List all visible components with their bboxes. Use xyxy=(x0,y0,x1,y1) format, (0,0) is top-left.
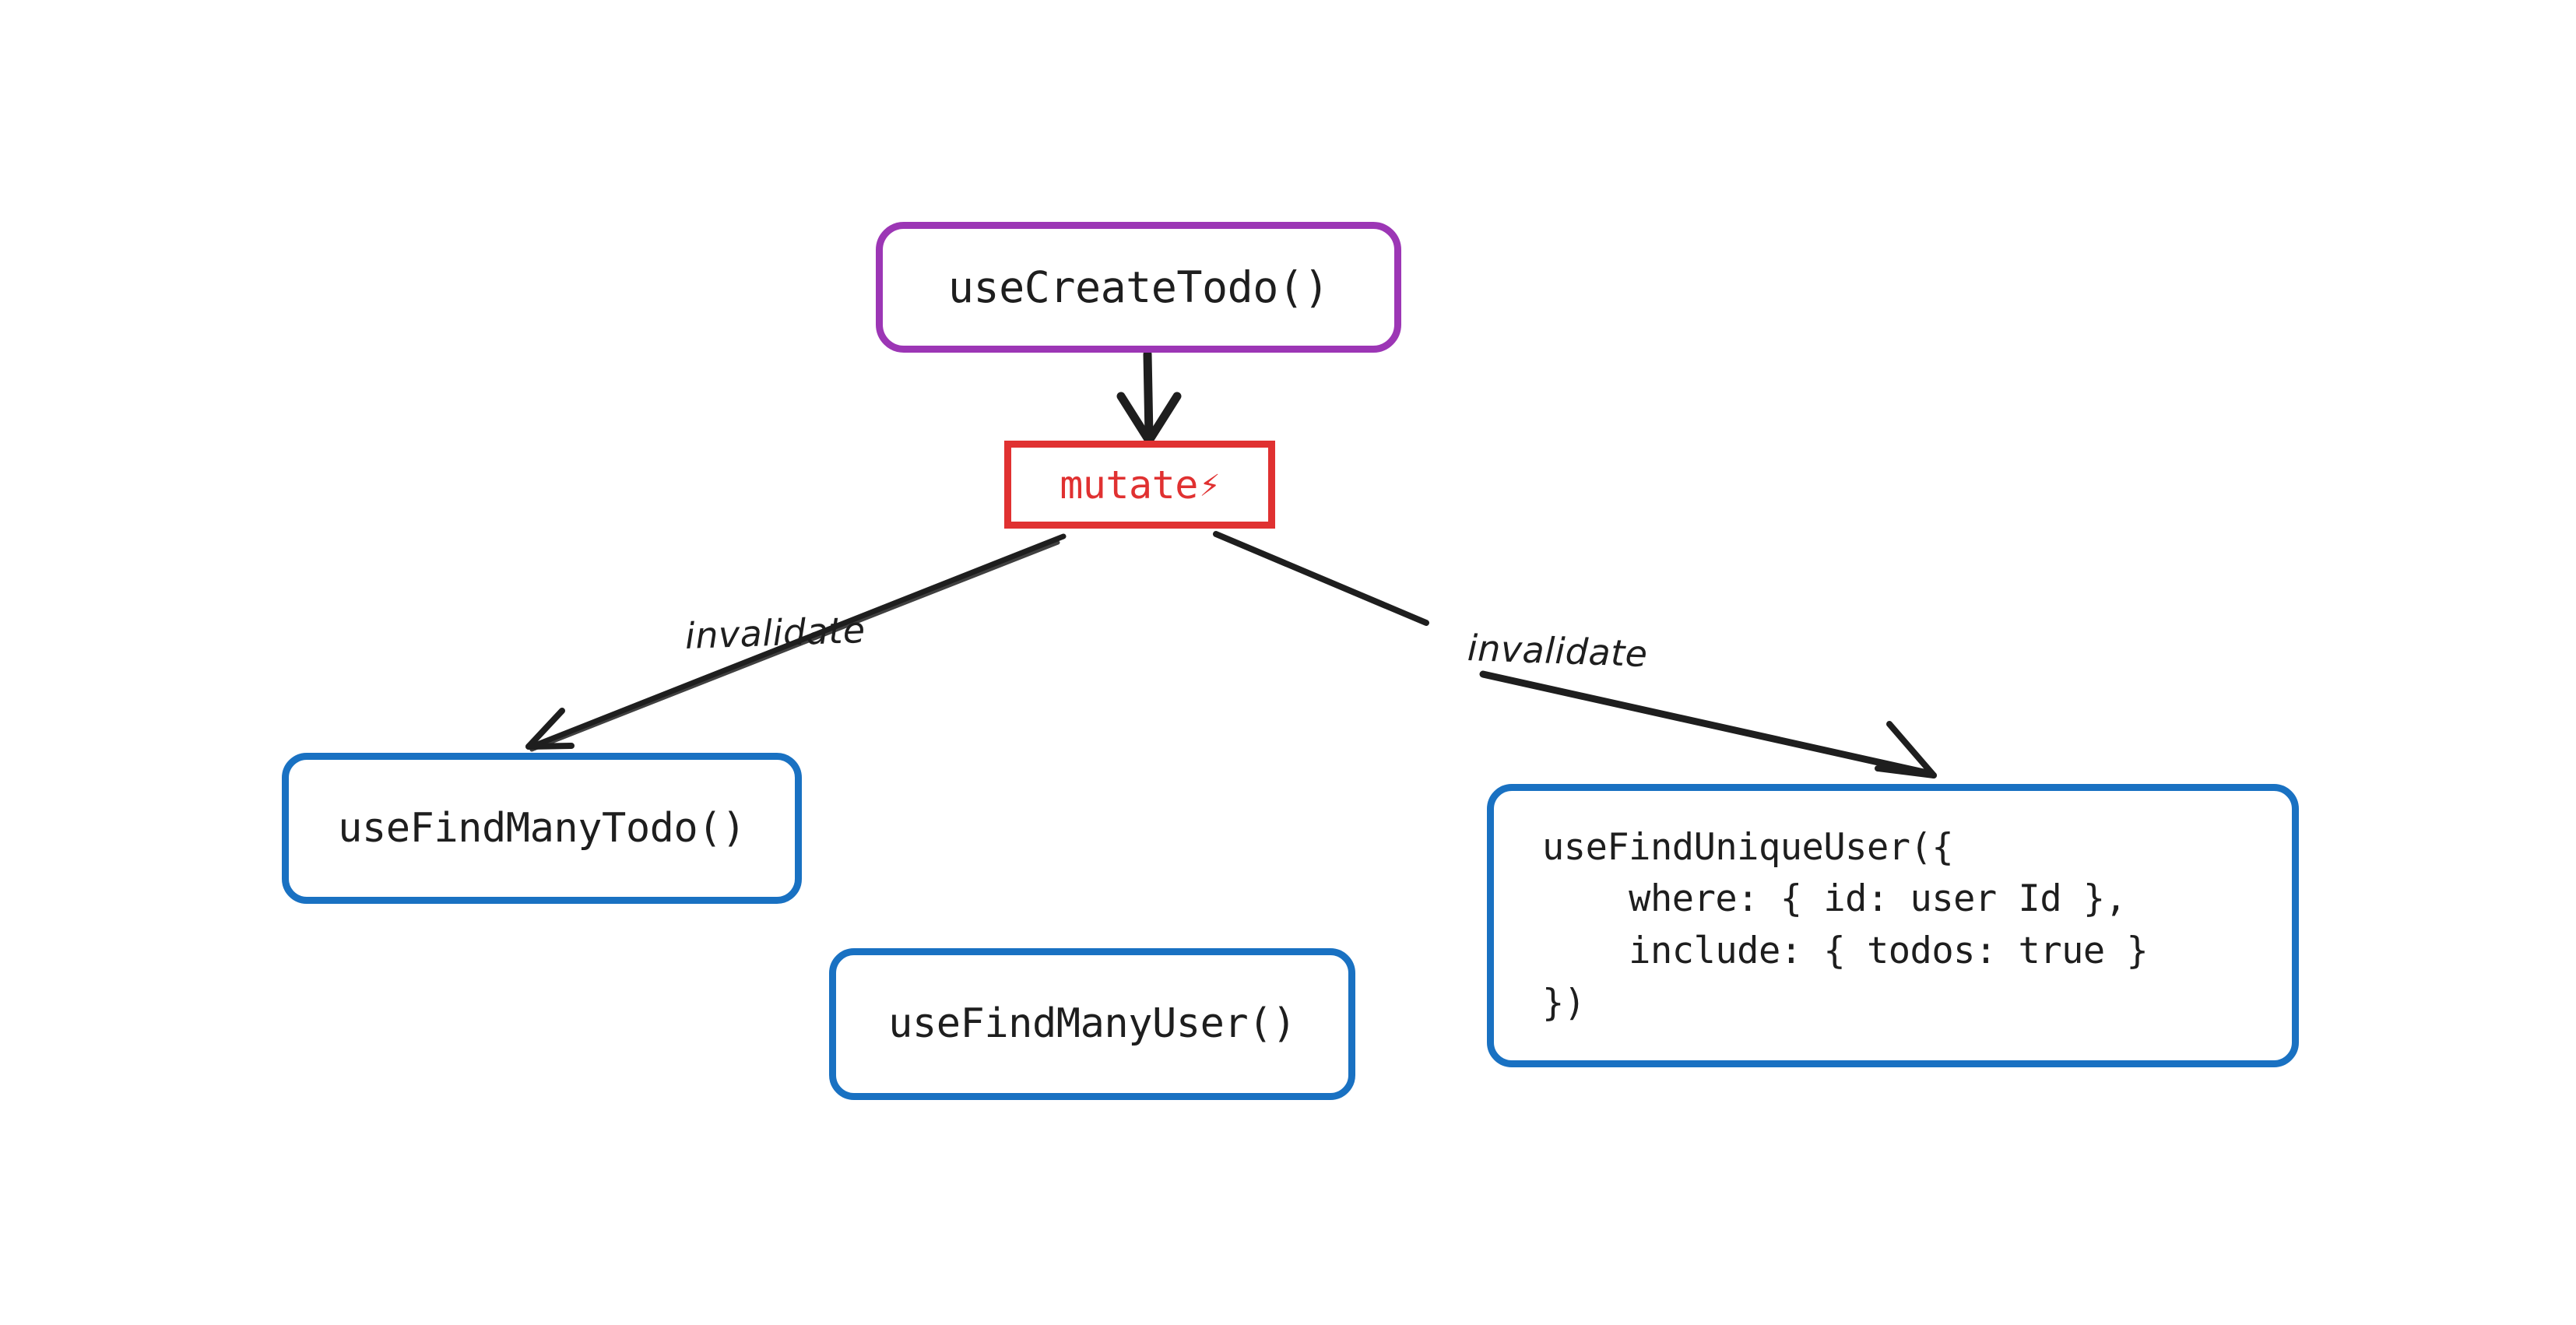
node-mutate-label: mutate xyxy=(1060,462,1198,508)
edge-create-to-mutate xyxy=(1116,350,1182,445)
node-use-find-many-user-label: useFindManyUser() xyxy=(888,1000,1296,1048)
node-mutate-label-wrap: mutate⚡ xyxy=(1060,459,1220,511)
node-use-find-many-user[interactable]: useFindManyUser() xyxy=(829,948,1355,1100)
node-use-find-unique-user[interactable]: useFindUniqueUser({ where: { id: user Id… xyxy=(1487,784,2299,1067)
edge-label-invalidate-right: invalidate xyxy=(1467,627,1649,676)
node-use-find-many-todo[interactable]: useFindManyTodo() xyxy=(282,753,802,904)
edge-label-invalidate-left: invalidate xyxy=(684,608,866,657)
node-mutate[interactable]: mutate⚡ xyxy=(1004,441,1275,529)
lightning-bolt-icon: ⚡ xyxy=(1199,464,1221,504)
node-use-create-todo-label: useCreateTodo() xyxy=(947,262,1330,312)
node-use-create-todo[interactable]: useCreateTodo() xyxy=(876,222,1401,353)
node-use-find-many-todo-label: useFindManyTodo() xyxy=(338,804,746,852)
node-use-find-unique-user-label: useFindUniqueUser({ where: { id: user Id… xyxy=(1542,825,2149,1025)
